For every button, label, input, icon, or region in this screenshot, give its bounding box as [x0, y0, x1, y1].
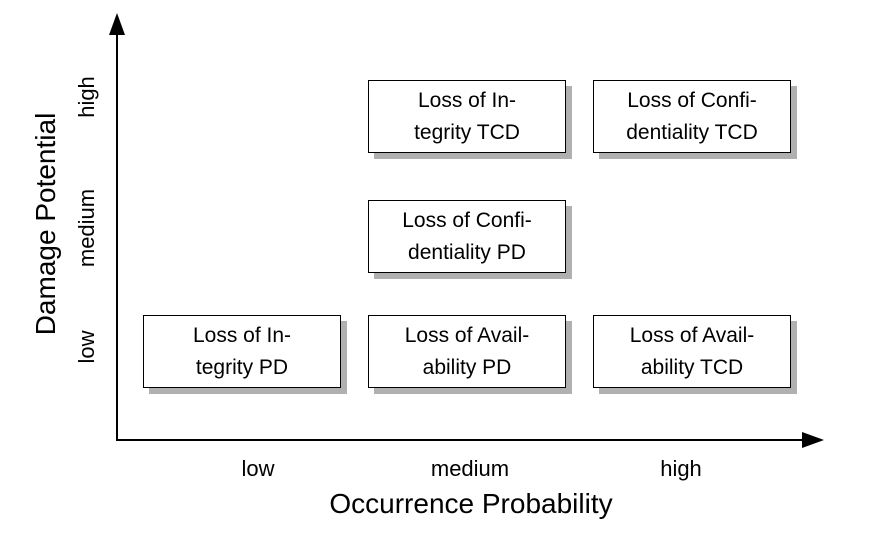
box-line: dentiality PD: [408, 240, 526, 264]
y-tick-low: low: [73, 330, 99, 364]
box-loss-of-integrity-pd: Loss of In- tegrity PD: [143, 315, 341, 388]
y-axis-title: Damage Potential: [30, 112, 61, 336]
y-tick-medium: medium: [73, 188, 99, 268]
box-line: tegrity PD: [195, 355, 289, 379]
x-axis-line: [116, 439, 806, 441]
box-line: Loss of Avail-: [404, 323, 530, 347]
x-tick-medium: medium: [430, 456, 510, 481]
x-tick-low: low: [241, 456, 275, 481]
box-loss-of-availability-tcd: Loss of Avail- ability TCD: [593, 315, 791, 388]
box-line: Loss of Confi-: [627, 88, 757, 112]
box-line: Loss of Confi-: [402, 208, 532, 232]
box-loss-of-confidentiality-tcd: Loss of Confi- dentiality TCD: [593, 80, 791, 153]
box-loss-of-integrity-tcd: Loss of In- tegrity TCD: [368, 80, 566, 153]
x-axis-title: Occurrence Probability: [329, 488, 613, 519]
box-line: Loss of Avail-: [629, 323, 755, 347]
box-line: ability TCD: [640, 355, 744, 379]
box-line: Loss of In-: [192, 323, 292, 347]
x-tick-high: high: [660, 456, 702, 481]
box-line: Loss of In-: [417, 88, 517, 112]
box-line: tegrity TCD: [414, 120, 520, 144]
y-axis-line: [116, 26, 118, 440]
y-tick-high: high: [73, 76, 99, 118]
box-loss-of-confidentiality-pd: Loss of Confi- dentiality PD: [368, 200, 566, 273]
box-line: dentiality TCD: [626, 120, 758, 144]
box-loss-of-availability-pd: Loss of Avail- ability PD: [368, 315, 566, 388]
box-line: ability PD: [422, 355, 512, 379]
y-axis-arrowhead-icon: [109, 13, 125, 35]
x-axis-arrowhead-icon: [802, 432, 824, 448]
